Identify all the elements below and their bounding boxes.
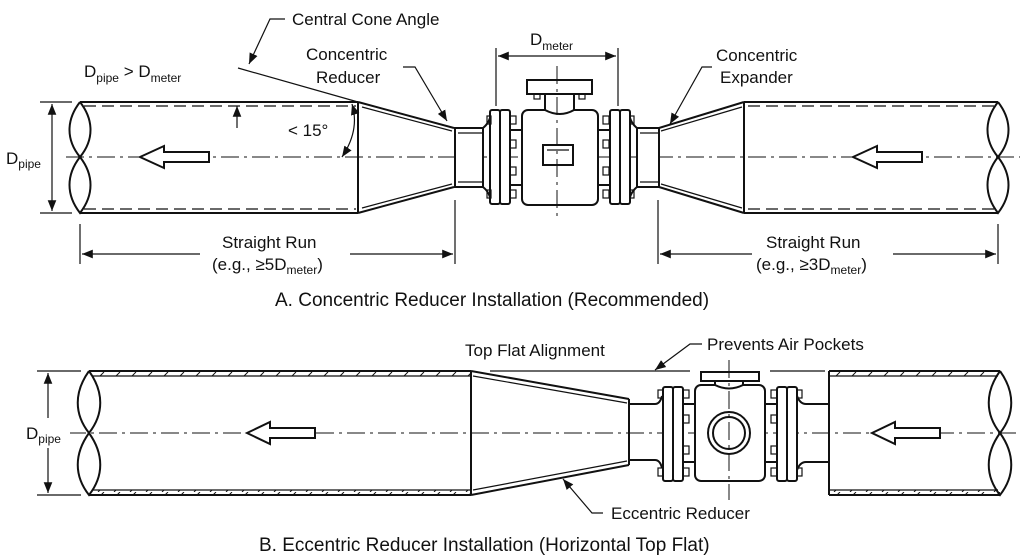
flow-arrow-icon (850, 144, 923, 170)
left-flanges-a (486, 109, 517, 205)
svg-text:Reducer: Reducer (316, 68, 381, 87)
section-a-concentric: Dpipe < 15° (4, 10, 1020, 311)
top-flat-alignment: Top Flat Alignment (465, 341, 825, 372)
pipe-break-symbol (986, 101, 1010, 215)
svg-text:Expander: Expander (720, 68, 793, 87)
flow-meter-a (509, 66, 611, 218)
svg-text:Concentric: Concentric (716, 46, 798, 65)
svg-text:Straight Run: Straight Run (222, 233, 317, 252)
svg-text:Eccentric Reducer: Eccentric Reducer (611, 504, 750, 523)
concentric-expander-label: Concentric Expander (669, 46, 798, 125)
svg-text:Dmeter: Dmeter (530, 30, 573, 53)
straight-run-right: Straight Run (e.g., ≥3Dmeter) (657, 200, 999, 277)
svg-text:Top Flat Alignment: Top Flat Alignment (465, 341, 605, 360)
caption-b: B. Eccentric Reducer Installation (Horiz… (259, 535, 710, 556)
right-pipe-b (828, 370, 1013, 497)
prevents-air-pockets-label: Prevents Air Pockets (654, 335, 864, 371)
dpipe-dimension-b: Dpipe (24, 370, 81, 496)
concentric-reducer-label: Concentric Reducer (306, 45, 448, 122)
dpipe-gt-dmeter-label: Dpipe > Dmeter (84, 62, 181, 85)
cone-angle-annotation: < 15° (288, 103, 360, 158)
dpipe-dimension-a: Dpipe (4, 101, 72, 214)
pipe-break-symbol (987, 370, 1013, 497)
right-flanges-a (602, 109, 635, 205)
right-pipe-a (743, 101, 1010, 215)
svg-text:Dpipe: Dpipe (6, 149, 41, 171)
dmeter-dimension: Dmeter (495, 30, 619, 106)
concentric-reducer (357, 101, 491, 214)
svg-text:(e.g., ≥5Dmeter): (e.g., ≥5Dmeter) (212, 255, 323, 277)
svg-text:< 15°: < 15° (288, 121, 328, 140)
flow-arrow-icon (244, 420, 316, 446)
svg-text:Central Cone Angle: Central Cone Angle (292, 10, 439, 29)
flow-arrow-icon (137, 144, 210, 170)
eccentric-reducer-label: Eccentric Reducer (562, 478, 750, 523)
caption-a: A. Concentric Reducer Installation (Reco… (275, 290, 709, 311)
left-pipe-b (76, 370, 472, 497)
flow-meter-b (657, 360, 829, 500)
svg-text:(e.g., ≥3Dmeter): (e.g., ≥3Dmeter) (756, 255, 867, 277)
svg-text:Concentric: Concentric (306, 45, 388, 64)
svg-text:Prevents Air Pockets: Prevents Air Pockets (707, 335, 864, 354)
section-b-eccentric: Dpipe (24, 335, 1020, 556)
flow-arrow-icon (869, 420, 941, 446)
straight-run-left: Straight Run (e.g., ≥5Dmeter) (79, 200, 456, 277)
pipe-break-symbol (76, 370, 102, 497)
svg-text:Dpipe: Dpipe (26, 424, 61, 446)
svg-text:Straight Run: Straight Run (766, 233, 861, 252)
central-cone-angle-label: Central Cone Angle (248, 10, 439, 65)
